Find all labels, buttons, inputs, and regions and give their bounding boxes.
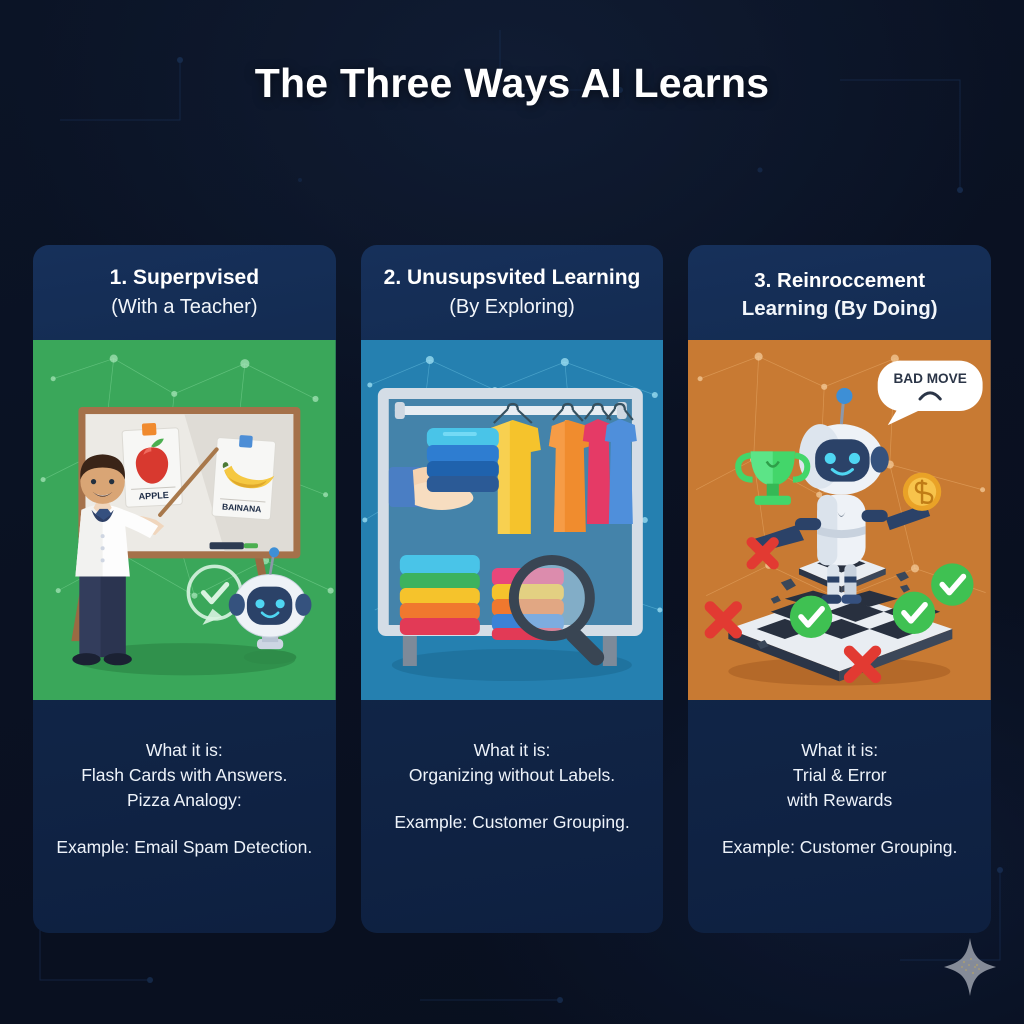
card-supervised-subtitle: (With a Teacher) (111, 296, 258, 318)
card-reinforcement-heading: 3. Reinroccement Learning (By Doing) (688, 245, 991, 340)
card-unsupervised-subtitle: (By Exploring) (449, 296, 575, 318)
card-unsupervised-title: 2. Unusupsvited Learning (383, 266, 641, 289)
teacher-figure (72, 454, 165, 666)
folded-stack-left (399, 555, 480, 635)
page-title: The Three Ways AI Learns (254, 60, 770, 106)
card-reinforcement[interactable]: 3. Reinroccement Learning (By Doing) (688, 245, 992, 933)
what-it-is-label-1: What it is: (145, 740, 223, 760)
card-reinforcement-title: 3. Reinroccement (754, 269, 926, 292)
sparkle-icon (944, 938, 996, 996)
illustration-wardrobe-clothes (360, 340, 664, 700)
trophy-icon (735, 451, 811, 505)
robot-player-figure (750, 387, 931, 604)
what-it-is-value-1: Flash Cards with Answers. Pizza Analogy: (81, 764, 288, 810)
card-unsupervised-body: What it is: Organizing without Labels. E… (361, 700, 664, 933)
example-text-3: Example: Customer Grouping. (721, 836, 958, 857)
reward-coin-icon (903, 472, 942, 511)
check-mark-icon (893, 591, 936, 635)
card-supervised[interactable]: 1. Superpvised (With a Teacher) (33, 245, 336, 933)
check-mark-icon (931, 563, 974, 606)
card-unsupervised[interactable]: 2. Unusupsvited Learning (By Exploring) (360, 245, 664, 933)
check-mark-icon (790, 595, 833, 639)
hand-holding-clothes (388, 428, 499, 510)
cross-mark-icon (704, 601, 743, 639)
card-reinforcement-subtitle: Learning (By Doing) (741, 296, 938, 320)
card-supervised-title: 1. Superpvised (109, 266, 260, 289)
card-unsupervised-heading: 2. Unusupsvited Learning (By Exploring) (361, 245, 664, 340)
card-supervised-body: What it is: Flash Cards with Answers. Pi… (33, 700, 336, 933)
flashcard-apple-label: APPLE (138, 490, 169, 502)
flashcard-banana-label: BAINANA (222, 502, 262, 515)
illustration-robot-chessboard: BAD MOVE (688, 340, 992, 700)
what-it-is-label-3: What it is: (801, 740, 879, 760)
card-supervised-heading: 1. Superpvised (With a Teacher) (33, 245, 336, 340)
magnifier-icon (508, 555, 604, 666)
what-it-is-value-3: Trial & Error with Rewards (787, 764, 893, 810)
speech-bubble-label: BAD MOVE (894, 371, 967, 386)
robot-figure (228, 547, 312, 665)
example-text-2: Example: Customer Grouping. (394, 811, 630, 832)
cross-mark-icon (746, 537, 780, 570)
example-text-1: Example: Email Spam Detection. (56, 836, 313, 857)
illustration-teacher-whiteboard: APPLE BAINANA (33, 340, 336, 700)
what-it-is-value-2: Organizing without Labels. (408, 764, 616, 785)
verdict-marks (704, 537, 974, 683)
cross-mark-icon (844, 645, 882, 683)
what-it-is-label-2: What it is: (473, 740, 551, 760)
speech-bubble-bad-move: BAD MOVE (878, 360, 983, 426)
card-reinforcement-body: What it is: Trial & Error with Rewards E… (688, 700, 991, 933)
cards-row: 1. Superpvised (With a Teacher) (33, 245, 992, 933)
